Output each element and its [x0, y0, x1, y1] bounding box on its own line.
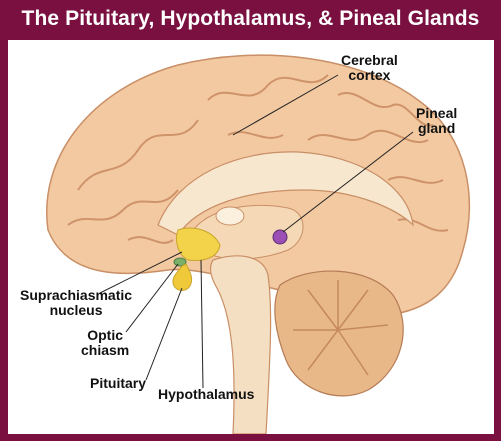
brainstem: [209, 255, 272, 434]
leader-suprachiasmatic: [99, 251, 183, 294]
gyri-lines: [67, 74, 449, 244]
diagram-canvas: Cerebral cortex Pineal gland Suprachiasm…: [8, 40, 494, 434]
leader-lines: [99, 74, 414, 389]
optic-chiasm-shape: [173, 257, 187, 267]
label-pineal-gland-line2: gland: [417, 120, 456, 136]
label-pituitary: Pituitary: [90, 375, 147, 391]
label-optic-chiasm-line2: chiasm: [81, 342, 130, 358]
cerebellum: [274, 270, 404, 397]
leader-pineal-gland: [282, 131, 414, 233]
pineal-shape: [272, 229, 288, 245]
label-pineal-gland: Pineal gland: [416, 106, 457, 136]
label-optic-chiasm-line1: Optic: [87, 327, 124, 343]
label-cerebral-cortex-line2: cortex: [348, 67, 391, 83]
thalamus-oval: [215, 206, 245, 226]
leader-pituitary: [145, 287, 183, 381]
hypothalamus-region: [175, 227, 221, 261]
cerebellum-folia: [293, 280, 389, 376]
label-cerebral-cortex: Cerebral cortex: [341, 53, 398, 83]
label-suprachiasmatic-nucleus: Suprachiasmatic nucleus: [20, 288, 132, 318]
label-optic-chiasm: Optic chiasm: [81, 328, 129, 358]
leader-optic-chiasm: [125, 263, 179, 333]
label-pineal-gland-line1: Pineal: [416, 105, 458, 121]
brain-illustration: [46, 54, 471, 434]
leader-cerebral-cortex: [232, 74, 339, 136]
label-hypothalamus: Hypothalamus: [158, 386, 255, 402]
corpus-callosum: [157, 151, 414, 236]
diagram-title: The Pituitary, Hypothalamus, & Pineal Gl…: [21, 7, 480, 30]
leader-hypothalamus: [200, 259, 204, 389]
label-cerebral-cortex-line1: Cerebral: [341, 52, 398, 68]
label-suprachiasmatic-line2: nucleus: [49, 302, 103, 318]
label-suprachiasmatic-line1: Suprachiasmatic: [20, 287, 133, 303]
